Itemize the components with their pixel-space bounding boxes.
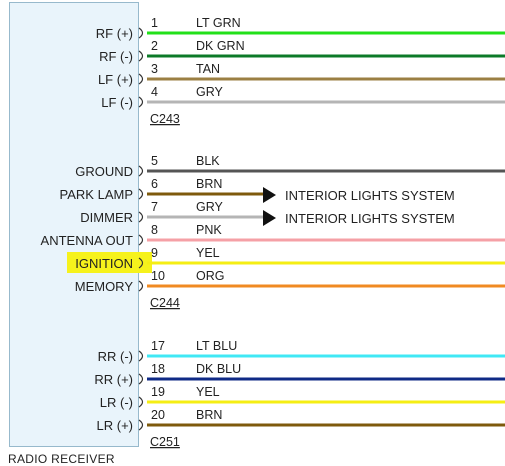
pin-label: LF (+)	[98, 72, 133, 87]
pin-number: 10	[151, 269, 165, 283]
pin-label: DIMMER	[80, 210, 133, 225]
terminal-bracket	[138, 96, 144, 108]
terminal-bracket	[138, 280, 144, 292]
pin-number: 1	[151, 16, 158, 30]
wire-color-name: TAN	[196, 62, 220, 76]
terminal-bracket	[138, 396, 144, 408]
pin-number: 9	[151, 246, 158, 260]
pin-number: 8	[151, 223, 158, 237]
pin-label: PARK LAMP	[60, 187, 133, 202]
pin-label: RR (-)	[98, 349, 133, 364]
pin-label: LR (-)	[100, 395, 133, 410]
terminal-bracket	[138, 211, 144, 223]
pin-number: 5	[151, 154, 158, 168]
pin-label: IGNITION	[75, 256, 133, 271]
destination-label: INTERIOR LIGHTS SYSTEM	[285, 188, 455, 203]
terminal-bracket	[138, 165, 144, 177]
wire-color-name: GRY	[196, 200, 224, 214]
wire-color-name: DK BLU	[196, 362, 241, 376]
arrow-icon	[263, 187, 276, 203]
terminal-bracket	[138, 350, 144, 362]
wire-color-name: BRN	[196, 408, 222, 422]
pin-number: 2	[151, 39, 158, 53]
pin-label: MEMORY	[75, 279, 134, 294]
pin-label: GROUND	[75, 164, 133, 179]
pin-number: 18	[151, 362, 165, 376]
terminal-bracket	[138, 27, 144, 39]
pin-number: 3	[151, 62, 158, 76]
pin-label: RR (+)	[94, 372, 133, 387]
pin-number: 17	[151, 339, 165, 353]
wire-color-name: YEL	[196, 385, 220, 399]
terminal-bracket	[138, 257, 144, 269]
terminal-bracket	[138, 50, 144, 62]
wire-color-name: BRN	[196, 177, 222, 191]
radio-receiver-box	[9, 2, 139, 447]
wire-color-name: PNK	[196, 223, 222, 237]
wire-color-name: ORG	[196, 269, 224, 283]
pin-number: 4	[151, 85, 158, 99]
terminal-bracket	[138, 188, 144, 200]
terminal-bracket	[138, 419, 144, 431]
label-highlight	[67, 252, 152, 273]
wire-color-name: LT BLU	[196, 339, 237, 353]
pin-label: LF (-)	[101, 95, 133, 110]
pin-number: 6	[151, 177, 158, 191]
pin-number: 7	[151, 200, 158, 214]
terminal-bracket	[138, 234, 144, 246]
pin-label: ANTENNA OUT	[41, 233, 134, 248]
destination-label: INTERIOR LIGHTS SYSTEM	[285, 211, 455, 226]
component-title: RADIO RECEIVER	[8, 452, 115, 466]
pin-label: RF (+)	[96, 26, 133, 41]
terminal-bracket	[138, 373, 144, 385]
wire-color-name: LT GRN	[196, 16, 241, 30]
pin-label: LR (+)	[97, 418, 133, 433]
pin-number: 19	[151, 385, 165, 399]
wire-color-name: BLK	[196, 154, 220, 168]
terminal-bracket	[138, 73, 144, 85]
wire-color-name: YEL	[196, 246, 220, 260]
pin-number: 20	[151, 408, 165, 422]
arrow-icon	[263, 210, 276, 226]
pin-label: RF (-)	[99, 49, 133, 64]
wire-color-name: DK GRN	[196, 39, 245, 53]
wire-color-name: GRY	[196, 85, 224, 99]
connector-name: C251	[150, 435, 180, 449]
connector-name: C244	[150, 296, 180, 310]
connector-name: C243	[150, 112, 180, 126]
